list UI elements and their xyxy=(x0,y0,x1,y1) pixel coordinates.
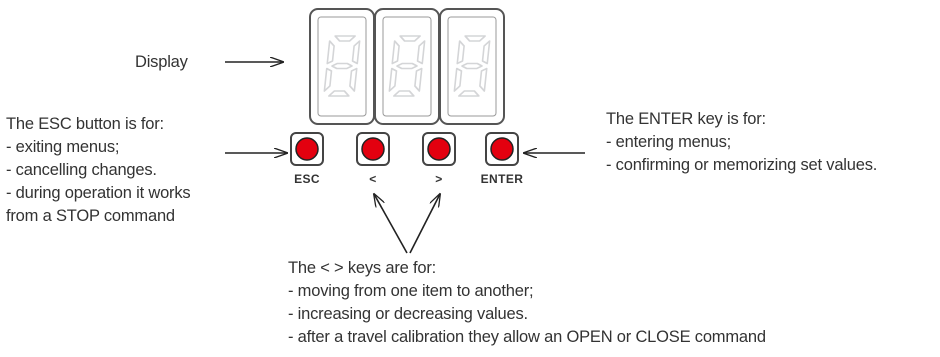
digit-segment-f xyxy=(456,40,465,65)
enter-note-line: - entering menus; xyxy=(606,133,731,151)
digit-segment-g xyxy=(396,62,418,70)
enter-note-title: The ENTER key is for: xyxy=(606,110,766,128)
display-unit xyxy=(309,8,505,125)
key-right[interactable] xyxy=(422,132,456,166)
seven-segment-digit-3 xyxy=(453,35,491,97)
digit-segment-a xyxy=(464,35,486,42)
digit-segment-e xyxy=(323,67,333,92)
key-left[interactable] xyxy=(356,132,390,166)
esc-note-line: - during operation it works xyxy=(6,184,191,202)
key-enter-label: ENTER xyxy=(480,172,524,186)
digit-segment-c xyxy=(349,67,358,92)
enter-note-line: - confirming or memorizing set values. xyxy=(606,156,878,174)
digit-segment-d xyxy=(328,90,350,97)
digit-segment-b xyxy=(351,40,361,65)
key-enter[interactable] xyxy=(485,132,519,166)
key-esc-label: ESC xyxy=(294,172,320,186)
digit-segment-g xyxy=(461,62,483,70)
key-left-label: < xyxy=(369,172,377,186)
digit-segment-d xyxy=(458,90,480,97)
key-right-label: > xyxy=(435,172,443,186)
display-label: Display xyxy=(135,53,188,71)
digit-segment-b xyxy=(481,40,491,65)
arrow-keys-note-line: - increasing or decreasing values. xyxy=(288,305,528,323)
digit-segment-e xyxy=(453,67,463,92)
digit-segment-b xyxy=(416,40,426,65)
digit-segment-f xyxy=(326,40,335,65)
esc-note-line: from a STOP command xyxy=(6,207,175,225)
esc-note-title: The ESC button is for: xyxy=(6,115,164,133)
digit-segment-e xyxy=(388,67,398,92)
arrow-keys-note-line: - moving from one item to another; xyxy=(288,282,534,300)
digit-window-3 xyxy=(439,8,505,125)
digit-segment-a xyxy=(334,35,356,42)
digit-segment-c xyxy=(414,67,423,92)
digit-window-2 xyxy=(374,8,440,125)
digit-segment-g xyxy=(331,62,353,70)
digit-segment-d xyxy=(393,90,415,97)
seven-segment-digit-2 xyxy=(388,35,426,97)
digit-segment-f xyxy=(391,40,400,65)
arrow-keys-note-title: The < > keys are for: xyxy=(288,259,437,277)
esc-note-line: - cancelling changes. xyxy=(6,161,157,179)
esc-note-line: - exiting menus; xyxy=(6,138,120,156)
digit-segment-c xyxy=(479,67,488,92)
key-esc[interactable] xyxy=(290,132,324,166)
digit-segment-a xyxy=(399,35,421,42)
right-key-pointer-arrow xyxy=(409,194,440,254)
seven-segment-digit-1 xyxy=(323,35,361,97)
left-key-pointer-arrow xyxy=(374,194,408,254)
digit-window-1 xyxy=(309,8,375,125)
arrow-keys-note-line: - after a travel calibration they allow … xyxy=(288,328,766,346)
